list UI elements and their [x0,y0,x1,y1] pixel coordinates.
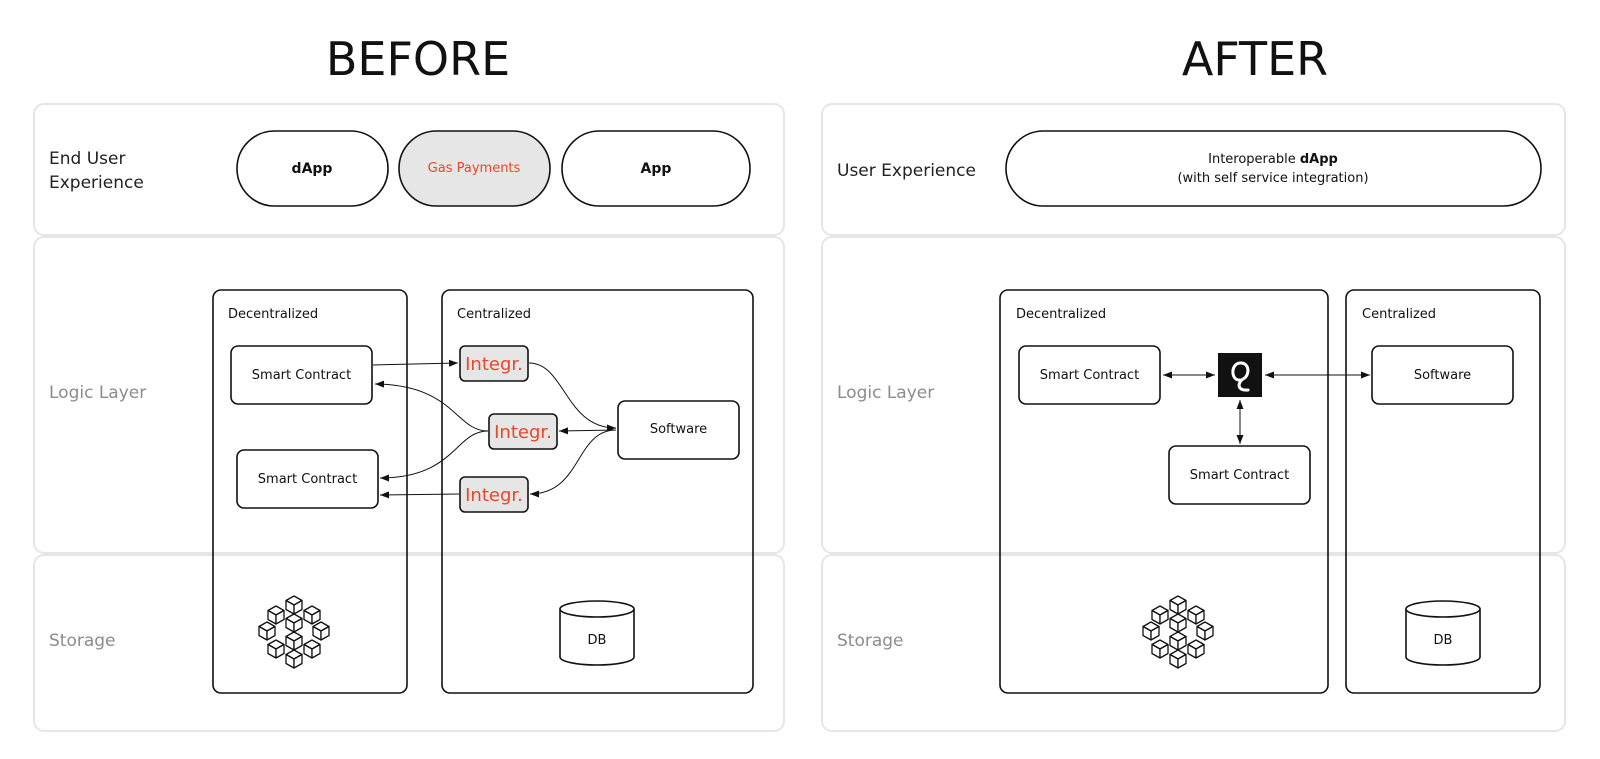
after-smart-contract-1-label: Smart Contract [1040,368,1139,383]
integration-box-2: Integr. [488,413,558,450]
interoperable-dapp-prefix: Interoperable [1208,152,1300,167]
before-software-box: Software [617,400,740,460]
integration-hub-logo-icon [1218,353,1262,397]
before-centralized-title: Centralized [457,307,531,322]
app-pill: App [561,130,751,207]
arrow-sc1-to-integration-1 [372,359,459,367]
before-smart-contract-1: Smart Contract [230,345,373,405]
before-smart-contract-1-label: Smart Contract [252,368,351,383]
interoperable-dapp-bold: dApp [1300,152,1338,167]
after-smart-contract-2-label: Smart Contract [1190,468,1289,483]
before-db-label: DB [588,633,607,648]
before-ux-label-line2: Experience [49,173,144,193]
interoperable-dapp-subtitle: (with self service integration) [1177,171,1368,186]
gas-payments-pill-label: Gas Payments [428,161,521,176]
integration-box-2-label: Integr. [494,422,552,443]
app-pill-label: App [641,161,672,177]
before-smart-contract-2-label: Smart Contract [258,472,357,487]
after-logic-label: Logic Layer [837,383,934,403]
arrow-software-to-integration-3 [529,429,617,498]
after-db-label: DB [1434,633,1453,648]
after-decentralized-title: Decentralized [1016,307,1106,322]
integration-box-1-label: Integr. [465,354,523,375]
arrow-integration-2-to-sc1 [374,380,489,432]
arrow-integration-3-to-sc2 [379,491,460,499]
after-centralized-container [1345,289,1541,694]
before-decentralized-container [212,289,408,694]
integration-box-3: Integr. [459,476,529,513]
before-centralized-container [441,289,754,694]
before-logic-row [33,236,785,554]
after-storage-label: Storage [837,631,904,651]
before-storage-label: Storage [49,631,116,651]
after-centralized-title: Centralized [1362,307,1436,322]
before-title: BEFORE [326,32,510,86]
after-software-label: Software [1414,368,1471,383]
before-decentralized-title: Decentralized [228,307,318,322]
arrow-software-to-integration-2 [558,427,617,435]
dapp-pill-label: dApp [292,161,333,177]
before-ux-label-line1: End User [49,149,125,169]
before-smart-contract-2: Smart Contract [236,449,379,509]
after-smart-contract-2: Smart Contract [1168,445,1311,505]
before-software-label: Software [650,422,707,437]
after-ux-label: User Experience [837,161,976,181]
svg-text:Interoperable dApp: Interoperable dApp [1208,152,1338,167]
after-logic-row [821,236,1566,554]
after-software-box: Software [1371,345,1514,405]
dapp-pill: dApp [236,130,389,207]
after-title: AFTER [1182,32,1328,86]
integration-box-3-label: Integr. [465,485,523,506]
before-storage-row [33,554,785,732]
arrow-integration-2-to-sc2 [379,430,489,482]
after-smart-contract-1: Smart Contract [1018,345,1161,405]
integration-box-1: Integr. [459,345,529,382]
gas-payments-pill: Gas Payments [398,130,551,207]
after-decentralized-container [999,289,1329,694]
arrow-integration-1-to-software [528,362,617,432]
before-logic-label: Logic Layer [49,383,146,403]
interoperable-dapp-pill: Interoperable dApp (with self service in… [1005,130,1542,207]
